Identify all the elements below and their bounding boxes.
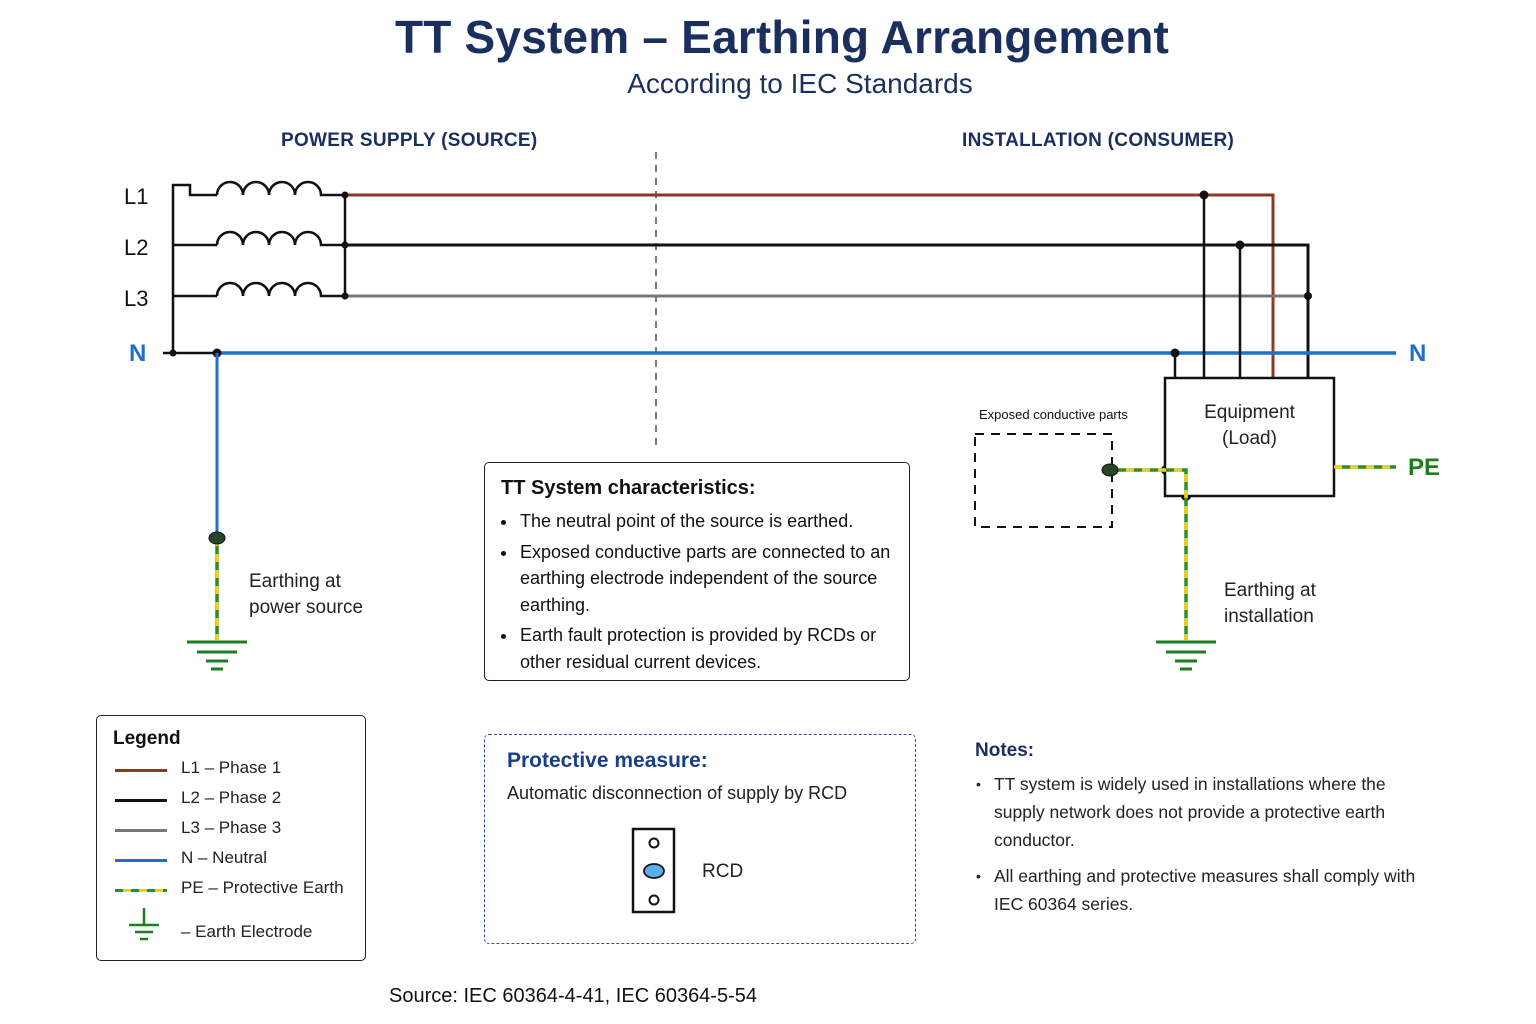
label-pe: PE (1408, 454, 1441, 481)
note-item: TT system is widely used in installation… (976, 770, 1424, 854)
legend-swatch-pe (115, 889, 167, 892)
legend-swatch-l2 (115, 799, 167, 802)
characteristics-title: TT System characteristics: (501, 477, 756, 499)
label-neutral-left: N (129, 340, 147, 367)
characteristic-item: Earth fault protection is provided by RC… (518, 622, 895, 675)
protective-text: Automatic disconnection of supply by RCD (507, 783, 848, 803)
legend-item-l1: L1 – Phase 1 (113, 756, 349, 786)
legend-label: L2 – Phase 2 (181, 788, 282, 807)
coil-l2 (215, 230, 345, 247)
note-item: All earthing and protective measures sha… (976, 862, 1424, 918)
earthing-source-label: Earthing at power source (249, 569, 363, 621)
rcd-label: RCD (702, 861, 744, 882)
legend-item-earth: – Earth Electrode (113, 906, 349, 950)
coil-l3 (215, 281, 345, 298)
legend-label: L3 – Phase 3 (181, 818, 282, 837)
source-transformer (163, 180, 347, 355)
protective-measure-box: Protective measure: Automatic disconnect… (484, 734, 916, 944)
legend-item-pe: PE – Protective Earth (113, 876, 349, 906)
label-l2: L2 (124, 235, 149, 260)
notes-title: Notes: (975, 740, 1035, 761)
earthing-installation-line2: installation (1224, 606, 1314, 627)
legend-label: PE – Protective Earth (181, 878, 344, 897)
equipment-label: Equipment (Load) (1165, 400, 1334, 452)
notes-list: TT system is widely used in installation… (975, 770, 1424, 926)
junction-dots (169, 190, 1312, 501)
legend-item-l2: L2 – Phase 2 (113, 786, 349, 816)
label-l3: L3 (124, 286, 149, 311)
legend-box: Legend L1 – Phase 1 L2 – Phase 2 L3 – Ph… (96, 715, 366, 961)
equipment-drops (1173, 195, 1242, 378)
earthing-installation-label: Earthing at installation (1224, 578, 1316, 630)
characteristic-item: Exposed conductive parts are connected t… (518, 539, 895, 619)
protective-title: Protective measure: (507, 749, 708, 772)
characteristics-box: TT System characteristics: The neutral p… (484, 462, 910, 681)
earthing-source-line2: power source (249, 597, 364, 618)
exposed-parts-label: Exposed conductive parts (979, 407, 1128, 422)
equipment-box (1163, 376, 1336, 498)
equipment-line1: Equipment (1204, 402, 1295, 423)
characteristics-list: The neutral point of the source is earth… (499, 508, 895, 675)
equipment-line2: (Load) (1222, 428, 1277, 449)
legend-label: N – Neutral (181, 848, 267, 867)
legend-swatch-l1 (115, 769, 167, 772)
rcd-icon (631, 827, 676, 914)
source-earthing (187, 353, 247, 671)
installation-earthing (1101, 463, 1216, 671)
legend-item-l3: L3 – Phase 3 (113, 816, 349, 846)
characteristic-item: The neutral point of the source is earth… (518, 508, 895, 535)
legend-swatch-l3 (115, 829, 167, 832)
earth-electrode-source-icon (187, 640, 247, 671)
coil-l1 (215, 180, 345, 197)
legend-title: Legend (113, 728, 181, 749)
page-subtitle: According to IEC Standards (627, 68, 973, 99)
label-l1: L1 (124, 184, 149, 209)
section-source-label: POWER SUPPLY (SOURCE) (281, 130, 538, 151)
section-installation-label: INSTALLATION (CONSUMER) (962, 130, 1235, 151)
legend-swatch-neutral (115, 859, 167, 862)
label-neutral-right: N (1409, 340, 1427, 367)
exposed-parts-box (974, 433, 1113, 528)
legend-label: L1 – Phase 1 (181, 758, 282, 777)
conductor-l1 (345, 193, 1275, 378)
earthing-installation-line1: Earthing at (1224, 580, 1316, 601)
page-title: TT System – Earthing Arrangement (394, 11, 1170, 63)
conductor-l2 (345, 243, 1310, 378)
source-citation: Source: IEC 60364-4-41, IEC 60364-5-54 (389, 985, 757, 1007)
legend-item-neutral: N – Neutral (113, 846, 349, 876)
earth-electrode-legend-icon (129, 908, 159, 941)
earthing-source-line1: Earthing at (249, 571, 341, 592)
earth-electrode-installation-icon (1156, 640, 1216, 671)
legend-label: – Earth Electrode (181, 922, 313, 941)
